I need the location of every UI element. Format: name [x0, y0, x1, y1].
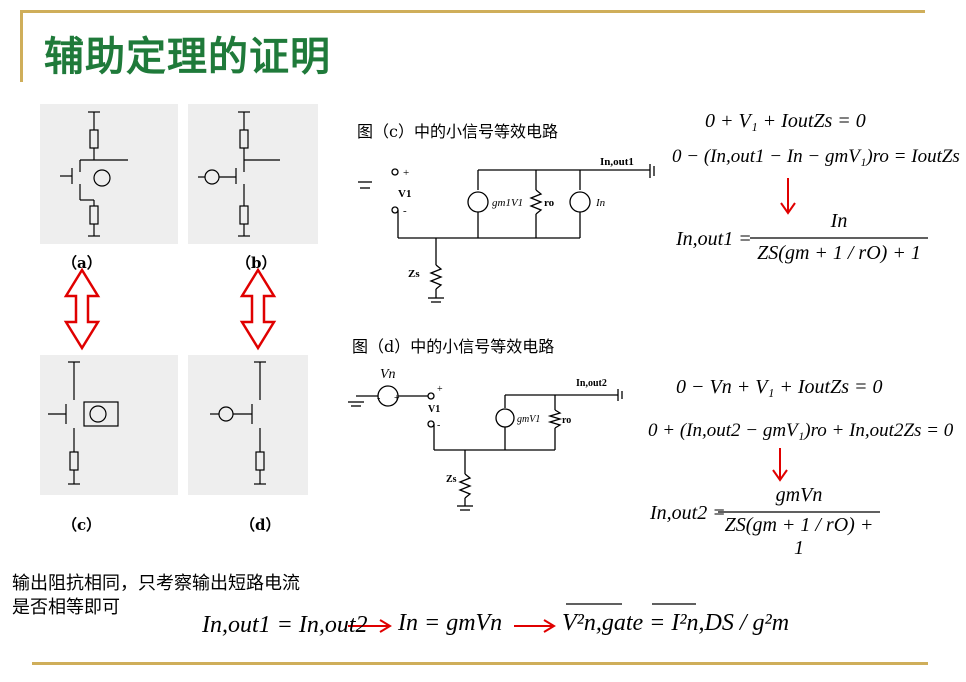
svg-text:In,out2: In,out2 — [576, 378, 607, 389]
caption-c: （c） — [62, 516, 102, 534]
label-c-circuit: 图（c）中的小信号等效电路 — [357, 122, 558, 141]
svg-text:V1: V1 — [398, 188, 411, 200]
conclusion-line-1: 输出阻抗相同，只考察输出短路电流 — [12, 573, 300, 594]
caption-a: （a） — [62, 254, 102, 272]
svg-text:-: - — [377, 393, 380, 404]
equation-c1: 0 + V₁ + IoutZs = 0 — [705, 110, 866, 132]
svg-text:V1: V1 — [428, 404, 440, 415]
bottom-equation-2: In = gmVn — [398, 610, 503, 636]
svg-text:+: + — [437, 384, 443, 395]
bottom-equation-3: V²n,gate = I²n,DS / g²m — [562, 610, 790, 636]
caption-d: （d） — [240, 516, 281, 534]
equation-c3-denominator: ZS(gm + 1 / rO) + 1 — [757, 242, 921, 264]
equation-d2: 0 + (In,out2 − gmV₁)ro + In,out2Zs = 0 — [648, 420, 954, 441]
circuit-c — [40, 355, 178, 495]
svg-text:gm1V1: gm1V1 — [492, 197, 523, 209]
circuit-d — [188, 355, 308, 495]
bottom-equation-1: In,out1 = In,out2 — [202, 612, 368, 638]
bottom-rule — [32, 662, 928, 665]
label-d-circuit: 图（d）中的小信号等效电路 — [352, 337, 555, 356]
equation-d3-lhs: In,out2 = — [650, 502, 726, 524]
svg-text:ro: ro — [562, 415, 571, 426]
equation-d1: 0 − Vn + V₁ + IoutZs = 0 — [676, 376, 883, 398]
svg-text:+: + — [403, 167, 409, 179]
svg-text:+: + — [394, 393, 400, 404]
equation-c3-lhs: In,out1 = — [676, 228, 752, 250]
svg-text:In,out1: In,out1 — [600, 156, 634, 168]
conclusion-note: 输出阻抗相同，只考察输出短路电流 是否相等即可 — [12, 572, 300, 620]
slide-title: 辅助定理的证明 — [44, 34, 331, 80]
svg-text:In: In — [595, 197, 606, 209]
top-rule — [20, 10, 925, 13]
svg-text:ro: ro — [544, 197, 555, 209]
equation-d3-numerator: gmVn — [775, 484, 823, 506]
circuit-b — [188, 104, 318, 244]
svg-text:-: - — [437, 420, 440, 431]
svg-text:gmV1: gmV1 — [517, 414, 540, 425]
svg-text:Vn: Vn — [380, 367, 396, 382]
equation-d3-denominator: ZS(gm + 1 / rO) + 1 — [724, 514, 874, 559]
equation-c2: 0 − (In,out1 − In − gmV₁)ro = IoutZs — [672, 146, 960, 167]
equation-c3-numerator: In — [830, 210, 848, 232]
left-rule — [20, 10, 23, 82]
svg-text:Zs: Zs — [446, 474, 457, 485]
caption-b: （b） — [236, 254, 277, 272]
svg-text:-: - — [403, 205, 407, 217]
conclusion-line-2: 是否相等即可 — [12, 597, 120, 618]
svg-text:Zs: Zs — [408, 268, 420, 280]
